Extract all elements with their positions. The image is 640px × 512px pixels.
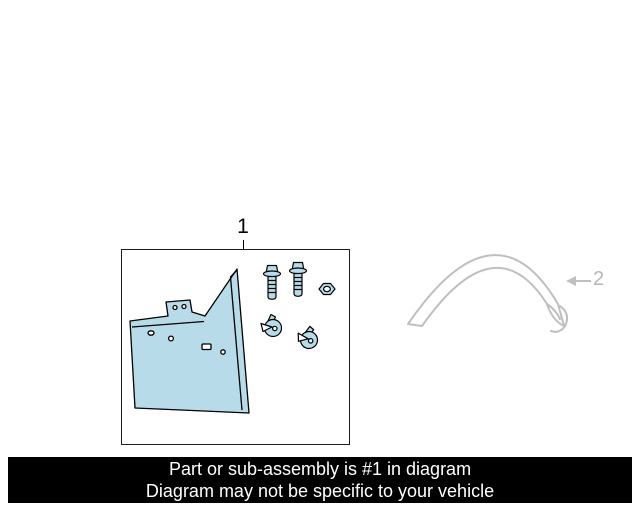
callout-1-leader-line (243, 240, 244, 249)
callout-1-label: 1 (237, 215, 249, 238)
wheel-arch-trim-illustration (407, 254, 569, 333)
mud-guard-illustration (129, 268, 250, 414)
banner-line-2: Diagram may not be specific to your vehi… (145, 481, 495, 501)
part-1-box[interactable] (121, 249, 350, 445)
mud-guard-slot (201, 343, 212, 351)
mud-guard-hole (220, 349, 226, 355)
retainer-clip-icon (260, 313, 283, 338)
part-1-illustration-canvas (129, 261, 336, 414)
disclaimer-banner: Part or sub-assembly is #1 in diagram Di… (8, 457, 632, 503)
flange-bolt-icon (262, 264, 282, 300)
part-2-region[interactable] (400, 242, 600, 347)
mud-guard-hole (147, 330, 155, 336)
mud-guard-tab-hole (181, 303, 187, 310)
mud-guard-fold-line (229, 269, 243, 411)
mud-guard-body (129, 268, 250, 414)
callout-2-label[interactable]: 2 (593, 268, 605, 290)
mud-guard-hole (167, 335, 175, 342)
mud-guard-edge-line (131, 320, 205, 328)
hex-nut-icon (318, 282, 336, 296)
banner-line-1: Part or sub-assembly is #1 in diagram (168, 459, 472, 479)
callout-2-arrow-icon (566, 276, 591, 286)
mud-guard-tab-hole (172, 304, 178, 311)
retainer-clip-icon (297, 325, 319, 350)
flange-bolt-icon (288, 261, 308, 297)
